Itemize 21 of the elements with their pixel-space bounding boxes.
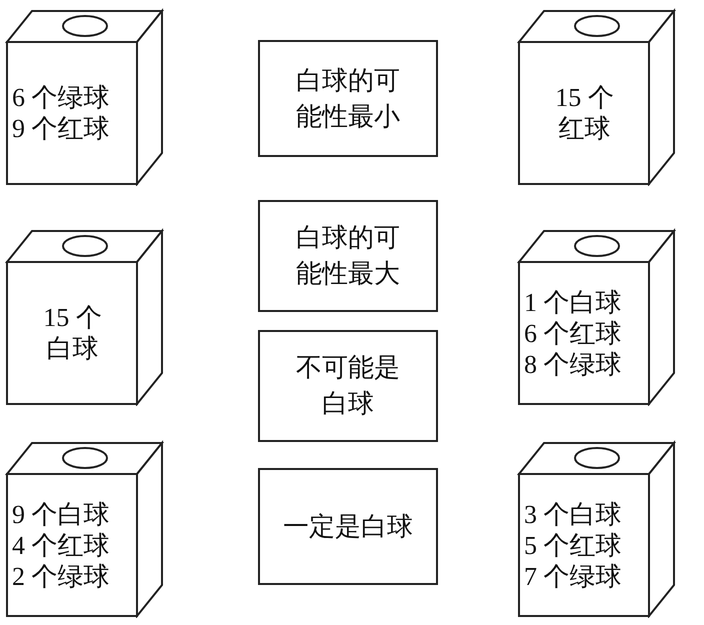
box-label: 6 个红球 xyxy=(524,318,622,348)
card-text: 白球的可能性最小 xyxy=(295,64,401,132)
answer-card xyxy=(258,40,438,157)
box-label: 5 个红球 xyxy=(524,530,622,560)
box-label: 15 个白球 xyxy=(42,302,103,364)
answer-card xyxy=(258,200,438,312)
box-label: 2 个绿球 xyxy=(12,560,110,592)
box-label: 1 个白球 xyxy=(524,286,622,318)
box-label: 3 个白球 xyxy=(524,498,622,530)
box-label: 4 个红球 xyxy=(12,530,110,560)
box-label: 9 个白球 xyxy=(12,498,110,530)
answer-card xyxy=(258,330,438,442)
card-text: 白球的可能性最大 xyxy=(295,222,401,290)
box-label: 15 个红球 xyxy=(554,82,615,144)
card-text: 一定是白球 xyxy=(282,510,414,542)
box-label: 6 个绿球 xyxy=(12,82,110,113)
box-label: 8 个绿球 xyxy=(524,348,622,380)
answer-card xyxy=(258,468,438,585)
box-label: 9 个红球 xyxy=(12,113,110,144)
box-label: 7 个绿球 xyxy=(524,560,622,592)
card-text: 不可能是白球 xyxy=(295,352,401,420)
